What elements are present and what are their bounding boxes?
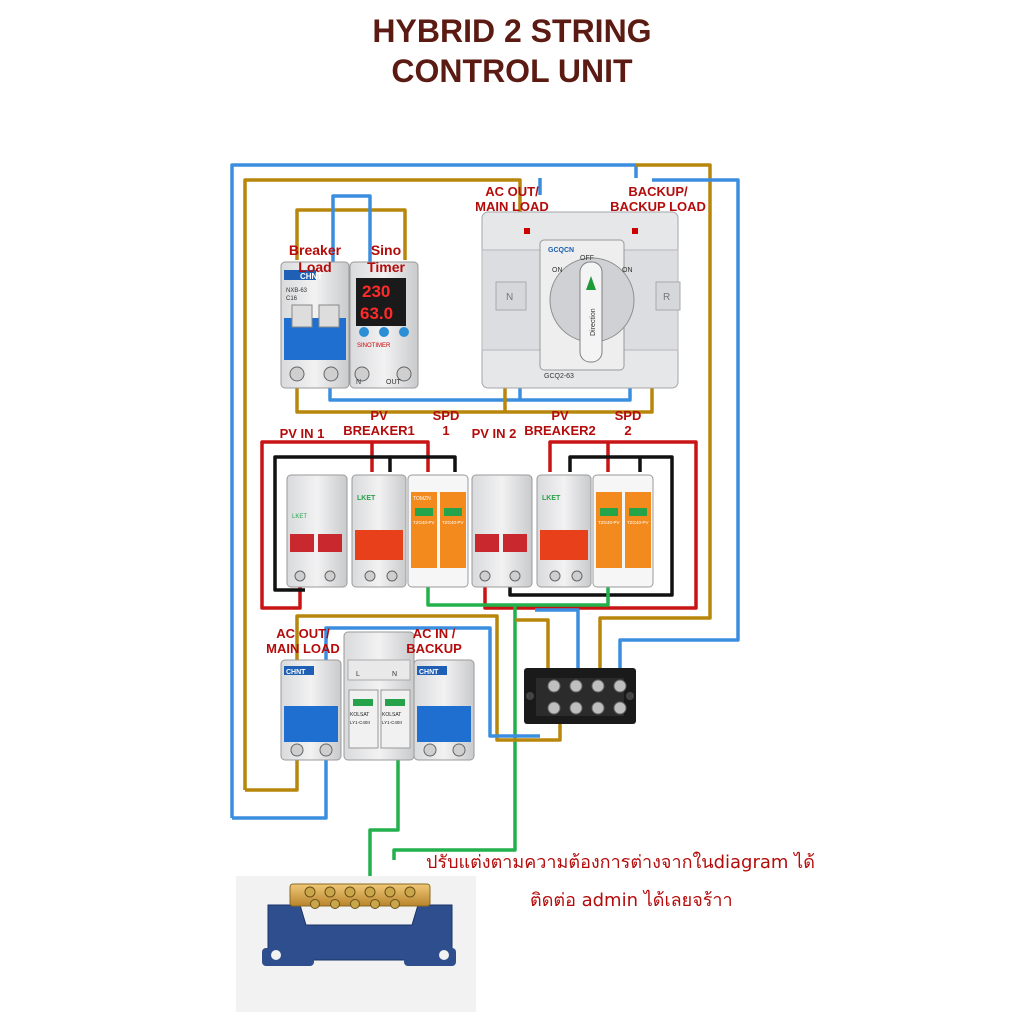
wire-blue-lower-top [324,626,540,738]
ats-brand: GCQCN [548,247,574,254]
chnt-model-1: NXB-63 [286,288,308,294]
wire-black-spd1 [390,455,457,472]
wire-brown-breaker-load [295,208,407,260]
spd-model-2b: TZG40-PV [627,520,649,525]
wire-black-pv2 [508,455,674,597]
spd-brand-1a: TOMZN [413,496,431,502]
ats-model: GCQ2-63 [544,373,574,380]
ats-direction: Direction [590,308,597,336]
kolsat-model-b: LY1-C40II [382,720,402,725]
ground-busbar-icon [236,876,476,1012]
chnt-brand-1: CHNT [300,272,322,281]
ats-n-label: N [506,292,513,303]
label-ac-in-backup: AC IN /BACKUP [406,626,462,656]
wire-blue-breaker-load [331,194,372,262]
ats-r-label: R [663,292,670,303]
label-ac-out-main-load-top: AC OUT/MAIN LOAD [475,184,549,214]
ats-on-left: ON [552,267,563,274]
kolsat-term-l: L [356,671,360,678]
wire-brown-lower-top [295,614,562,742]
voltage-protector-icon [349,261,419,389]
terminal-block-icon [524,668,636,724]
lket-brand-2: LKET [542,495,561,502]
voltage-readout: 230 [362,282,390,301]
spd-model-1a: TZG40-PV [413,520,435,525]
wire-brown-outer [243,178,522,790]
page-title-line1: HYBRID 2 STRING [372,13,652,49]
wire-black-pv1 [273,455,392,592]
spd-model-1b: TZG40-PV [442,520,464,525]
page-title-line2: CONTROL UNIT [391,53,633,89]
surge-protector-1-icon [407,474,469,588]
lket-brand-1: LKET [357,495,376,502]
ats-off-label: OFF [580,255,594,262]
wire-blue-lower-left [232,758,328,820]
note-contact-admin: ติดต่อ admin ได้เลยจร้าา [530,890,733,911]
chnt-brand-2: CHNT [286,669,306,676]
pv-breaker-1-icon [351,474,407,588]
ats-switch-icon [481,211,681,389]
wire-brown-to-term [515,618,550,678]
wire-blue-outer [230,163,638,818]
chnt-rating-1: C16 [286,296,298,302]
note-customize: ปรับแต่งตามความต้องการต่างจากในdiagram ไ… [426,852,815,873]
kolsat-brand-b: KOLSAT [382,712,401,718]
kolsat-brand-a: KOLSAT [350,712,369,718]
breaker-ac-in-icon [413,659,475,761]
term-n-sino: N [356,379,361,386]
current-readout: 63.0 [360,304,393,323]
label-pv-in-1: PV IN 1 [279,426,325,441]
surge-protector-2-icon [592,474,654,588]
label-backup-load-top: BACKUP/BACKUP LOAD [610,184,706,214]
label-pv-in-2: PV IN 2 [471,426,517,441]
surge-protector-ac-icon [343,631,415,761]
pv-breaker-2-icon [536,474,592,588]
wire-blue-to-term [535,608,580,678]
ats-on-right: ON [622,267,633,274]
sinotimer-brand: SINOTIMER [357,343,391,349]
pv-in-1-icon [286,474,348,588]
wire-red-spd1 [372,440,430,472]
wire-brown-lower-left [245,758,299,792]
term-out-sino: OUT [386,379,402,386]
wires [230,163,740,880]
breaker-ac-out-icon [280,659,342,761]
wire-red-pv1 [260,440,374,610]
kolsat-term-n: N [392,671,397,678]
spd-model-2a: TZG40-PV [598,520,620,525]
pv-in-2-icon [471,474,533,588]
lket-brand-pv1: LKET [292,514,307,520]
label-ac-out-main-load-bottom: AC OUT/MAIN LOAD [266,626,340,656]
kolsat-model-a: LY1-C40II [350,720,370,725]
breaker-load-icon [280,261,350,389]
wire-green-spd1 [392,585,517,860]
wire-brown-right [598,163,712,678]
wire-green-spd2 [515,585,610,607]
wire-blue-right [618,178,740,678]
wire-green-ground [368,760,400,880]
chnt-brand-3: CHNT [419,669,439,676]
